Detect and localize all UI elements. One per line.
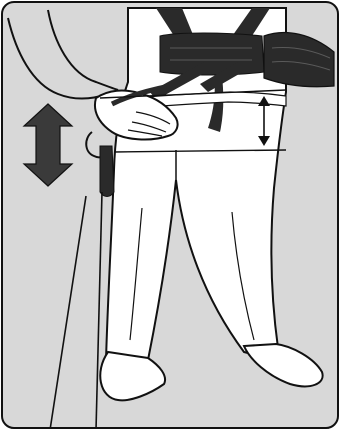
hanging-tool — [100, 146, 114, 197]
harness-center-pad — [160, 33, 264, 75]
